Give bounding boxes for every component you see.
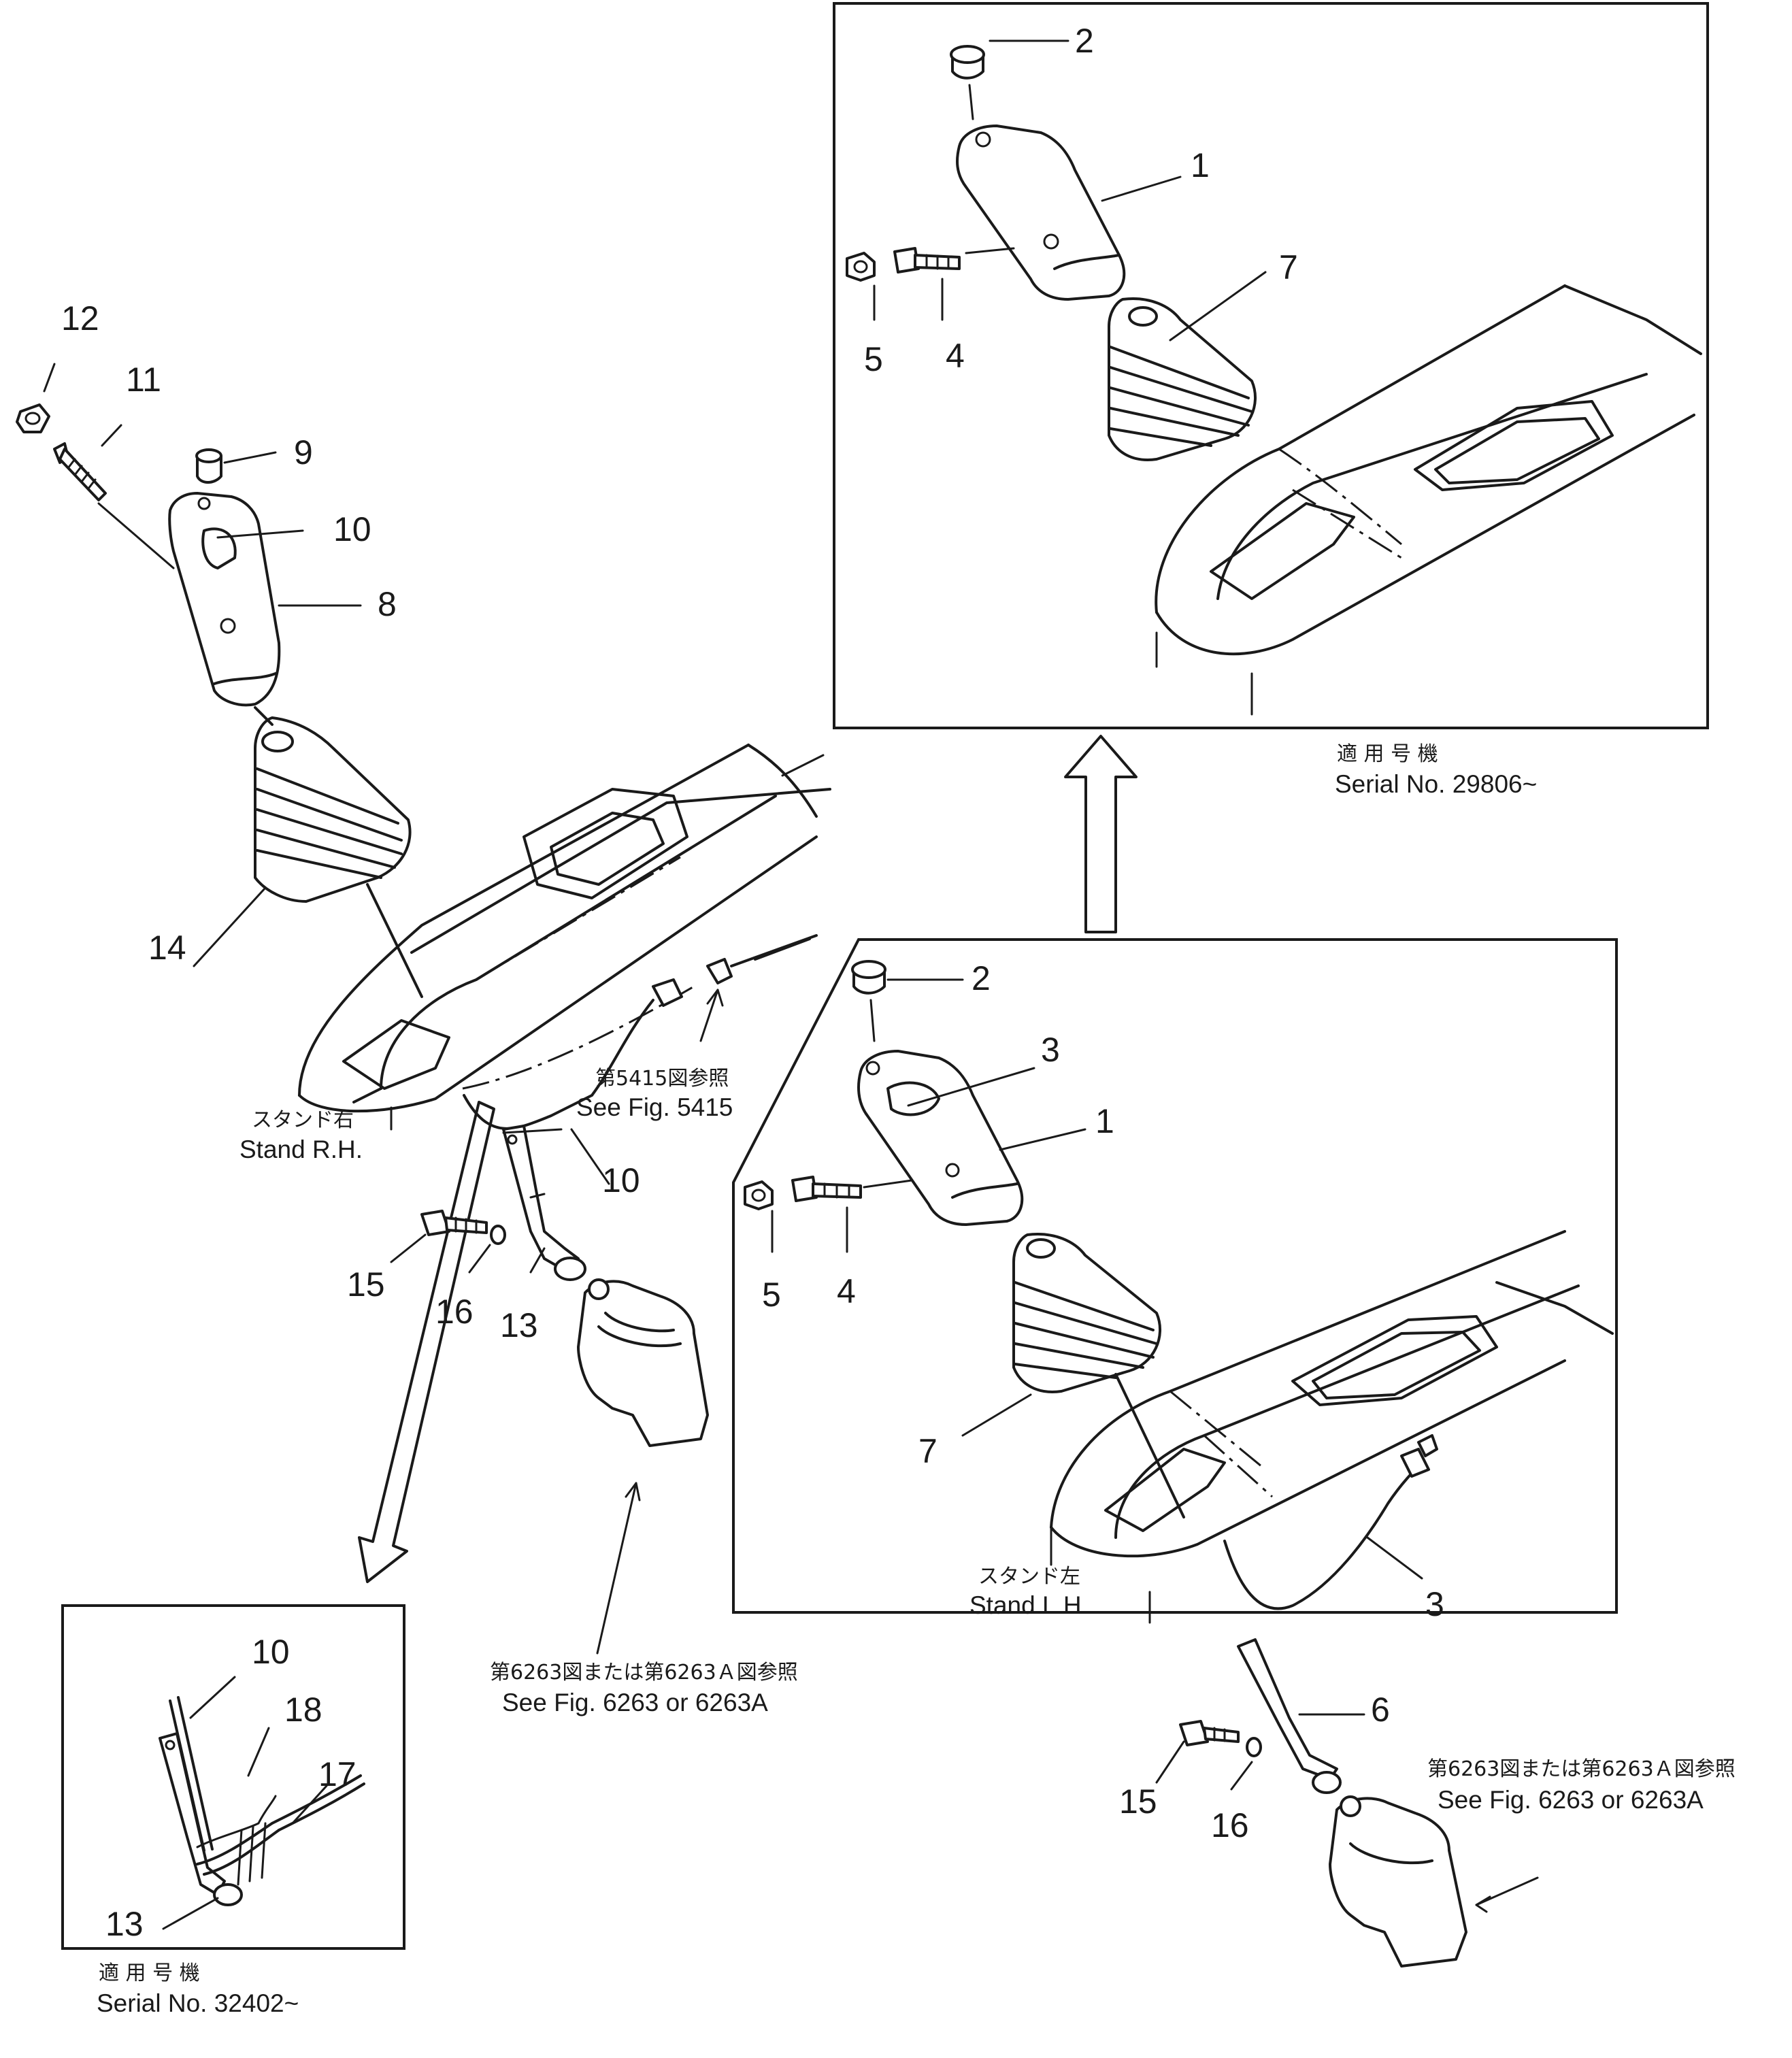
lever-rh-13	[502, 1125, 586, 1281]
callout-13-rh: 13	[500, 1306, 538, 1344]
callout-16-lh: 16	[1211, 1806, 1249, 1844]
callout-3-lh-grip: 3	[1041, 1031, 1060, 1069]
wire-harness-rh	[463, 934, 818, 1130]
callout-12: 12	[61, 299, 99, 337]
bottom-inset-parts	[159, 1696, 365, 1906]
grip-top-1	[956, 125, 1126, 301]
stand-lh-console	[1050, 1230, 1614, 1624]
washer-16-rh	[490, 1225, 506, 1245]
callout-14: 14	[148, 929, 186, 967]
callout-13-inset: 13	[105, 1905, 144, 1943]
valve-rh	[577, 1278, 709, 1447]
bolt-15-rh	[420, 1210, 488, 1236]
ref-6263-right-en: See Fig. 6263 or 6263A	[1438, 1786, 1704, 1814]
callout-7-lh: 7	[918, 1432, 938, 1470]
callout-15-lh: 15	[1119, 1782, 1157, 1821]
arrow-down-to-inset	[358, 1101, 495, 1583]
nut-12	[16, 403, 50, 433]
top-inset-stand	[1155, 284, 1702, 716]
callout-4-top: 4	[946, 337, 965, 375]
bolt-lh-4	[791, 1176, 862, 1202]
boot-rh	[254, 716, 423, 998]
ref-5415-jp: 第5415図参照	[595, 1067, 729, 1091]
callout-4-lh: 4	[837, 1272, 856, 1310]
nut-top-5	[846, 252, 876, 282]
left-hand-stand-panel-frame	[732, 938, 1618, 1614]
stand-rh-label-en: Stand R.H.	[239, 1135, 363, 1163]
callout-numbers: 12 11 9 10 8 14 10 15 16 13 2 1 7 5 4 2 …	[61, 22, 1444, 1943]
callout-5-lh: 5	[762, 1276, 781, 1314]
valve-lh	[1329, 1795, 1467, 1968]
ref-6263-mid-en: See Fig. 6263 or 6263A	[502, 1689, 768, 1716]
callout-1-lh: 1	[1095, 1102, 1114, 1140]
bottom-left-inset-frame	[61, 1604, 405, 1950]
callout-8: 8	[378, 585, 397, 623]
leader-lines	[43, 39, 1539, 1930]
callout-18: 18	[284, 1691, 322, 1729]
boot-top-7	[1108, 297, 1257, 461]
callout-3-lh-harness: 3	[1425, 1585, 1444, 1623]
stand-rh-console	[298, 744, 831, 1131]
top-inset-applicable-label: 適 用 号 機	[1337, 742, 1438, 766]
text-notes: 適 用 号 機 Serial No. 29806~ スタンド右 Stand R.…	[97, 742, 1736, 2017]
lever-lh-6	[1237, 1638, 1342, 1794]
washer-16-lh	[1246, 1737, 1262, 1757]
nut-lh-5	[744, 1180, 774, 1210]
callout-7-top: 7	[1279, 248, 1298, 286]
callout-16-rh: 16	[435, 1293, 474, 1331]
callout-10-grip: 10	[333, 510, 371, 548]
callout-2-lh: 2	[972, 959, 991, 997]
bolt-15-lh	[1179, 1720, 1240, 1746]
callout-1-top: 1	[1191, 146, 1210, 184]
ref-6263-mid-jp: 第6263図または第6263Ａ図参照	[490, 1661, 798, 1684]
stand-lh-label-jp: スタンド左	[978, 1565, 1080, 1589]
grip-rh-8	[168, 492, 281, 726]
ref-6263-right-jp: 第6263図または第6263Ａ図参照	[1427, 1757, 1736, 1781]
stand-lh-label-en: Stand L.H.	[969, 1591, 1089, 1619]
arrow-up-to-inset	[1064, 735, 1138, 933]
top-inset-serial: Serial No. 29806~	[1335, 770, 1537, 798]
top-right-inset-frame	[833, 2, 1709, 729]
callout-11: 11	[126, 361, 161, 399]
boot-lh-7	[1012, 1233, 1185, 1518]
callout-6-lh: 6	[1371, 1691, 1390, 1729]
callout-17: 17	[318, 1755, 356, 1793]
grip-lh-1	[857, 1050, 1024, 1226]
stand-rh-label-jp: スタンド右	[252, 1108, 354, 1132]
callout-2-top: 2	[1075, 22, 1094, 60]
bottom-inset-serial: Serial No. 32402~	[97, 1989, 299, 2017]
ref-5415-en: See Fig. 5415	[576, 1093, 733, 1121]
cap-9	[195, 448, 222, 484]
bolt-top-4	[893, 247, 961, 273]
callout-10-cable: 10	[602, 1161, 640, 1199]
wire-harness-lh	[1223, 1434, 1438, 1610]
bolt-11	[53, 442, 107, 501]
callout-10-inset: 10	[252, 1633, 290, 1671]
cap-top-2	[950, 45, 985, 80]
callout-15-rh: 15	[347, 1265, 385, 1304]
callout-9: 9	[294, 433, 313, 471]
bottom-inset-applicable-label: 適 用 号 機	[99, 1961, 200, 1985]
cap-lh-2	[851, 960, 886, 995]
callout-5-top: 5	[864, 340, 883, 378]
